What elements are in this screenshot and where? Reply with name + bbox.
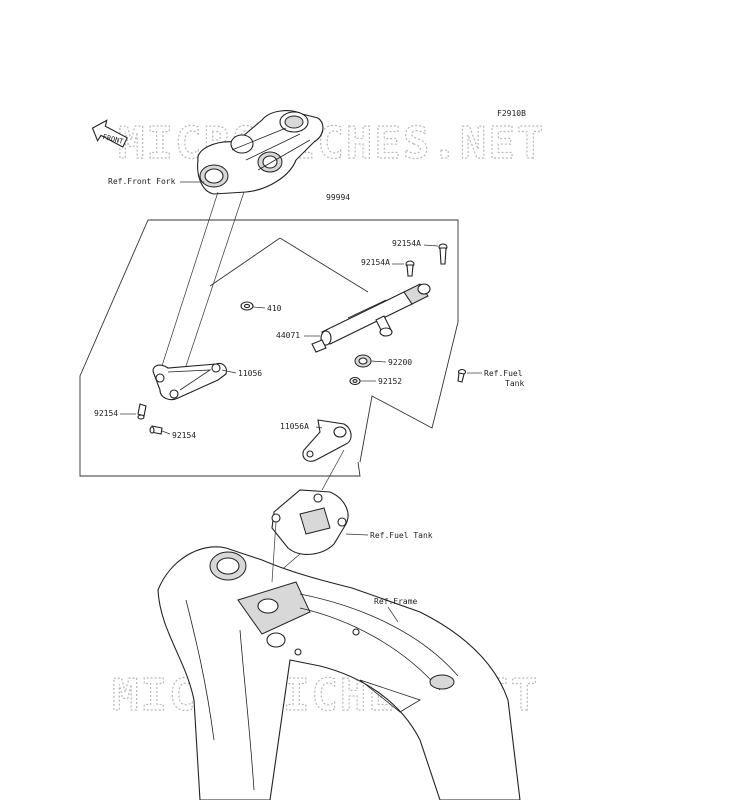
label-92154A-top: 92154A xyxy=(392,239,421,248)
label-92154-bottom: 92154 xyxy=(172,431,196,440)
assembly-boundary-right xyxy=(359,321,459,463)
fuel-tank-bracket xyxy=(271,489,349,555)
bolt-92154-bottom xyxy=(149,425,163,435)
label-ref-front-fork: Ref.Front Fork xyxy=(108,177,176,186)
watermark-top: MICROFICHES.NET xyxy=(118,118,545,169)
assembly-leader-lines xyxy=(209,237,369,293)
label-11056A: 11056A xyxy=(280,422,309,431)
label-92154A-mid: 92154A xyxy=(361,258,390,267)
bolt-92154A-mid xyxy=(405,260,415,277)
bracket-11056A xyxy=(302,419,352,462)
bolt-92154-left xyxy=(137,403,147,420)
bolt-92154A-top xyxy=(438,243,448,265)
motorcycle-frame xyxy=(157,546,521,801)
label-44071: 44071 xyxy=(276,331,300,340)
label-11056: 11056 xyxy=(238,369,262,378)
label-410: 410 xyxy=(267,304,282,313)
label-99994: 99994 xyxy=(326,193,350,202)
assembly-boundary xyxy=(79,219,459,477)
label-ref-frame: Ref.Frame xyxy=(374,597,418,606)
bracket-11056 xyxy=(152,362,227,401)
label-92152: 92152 xyxy=(378,377,402,386)
label-92200: 92200 xyxy=(388,358,412,367)
steering-damper-44071 xyxy=(311,283,431,353)
bolt-ref-fuel-tank xyxy=(457,368,467,383)
figure-code: F2910B xyxy=(497,109,526,118)
label-ref-fuel-tank-mid: Ref.Fuel Tank xyxy=(370,531,433,540)
label-92154-left: 92154 xyxy=(94,409,118,418)
upper-triple-clamp xyxy=(197,110,324,195)
label-ref-fuel-tank-right-line1: Ref.Fuel xyxy=(484,369,523,378)
label-ref-fuel-tank-right-line2: Tank xyxy=(505,379,524,388)
